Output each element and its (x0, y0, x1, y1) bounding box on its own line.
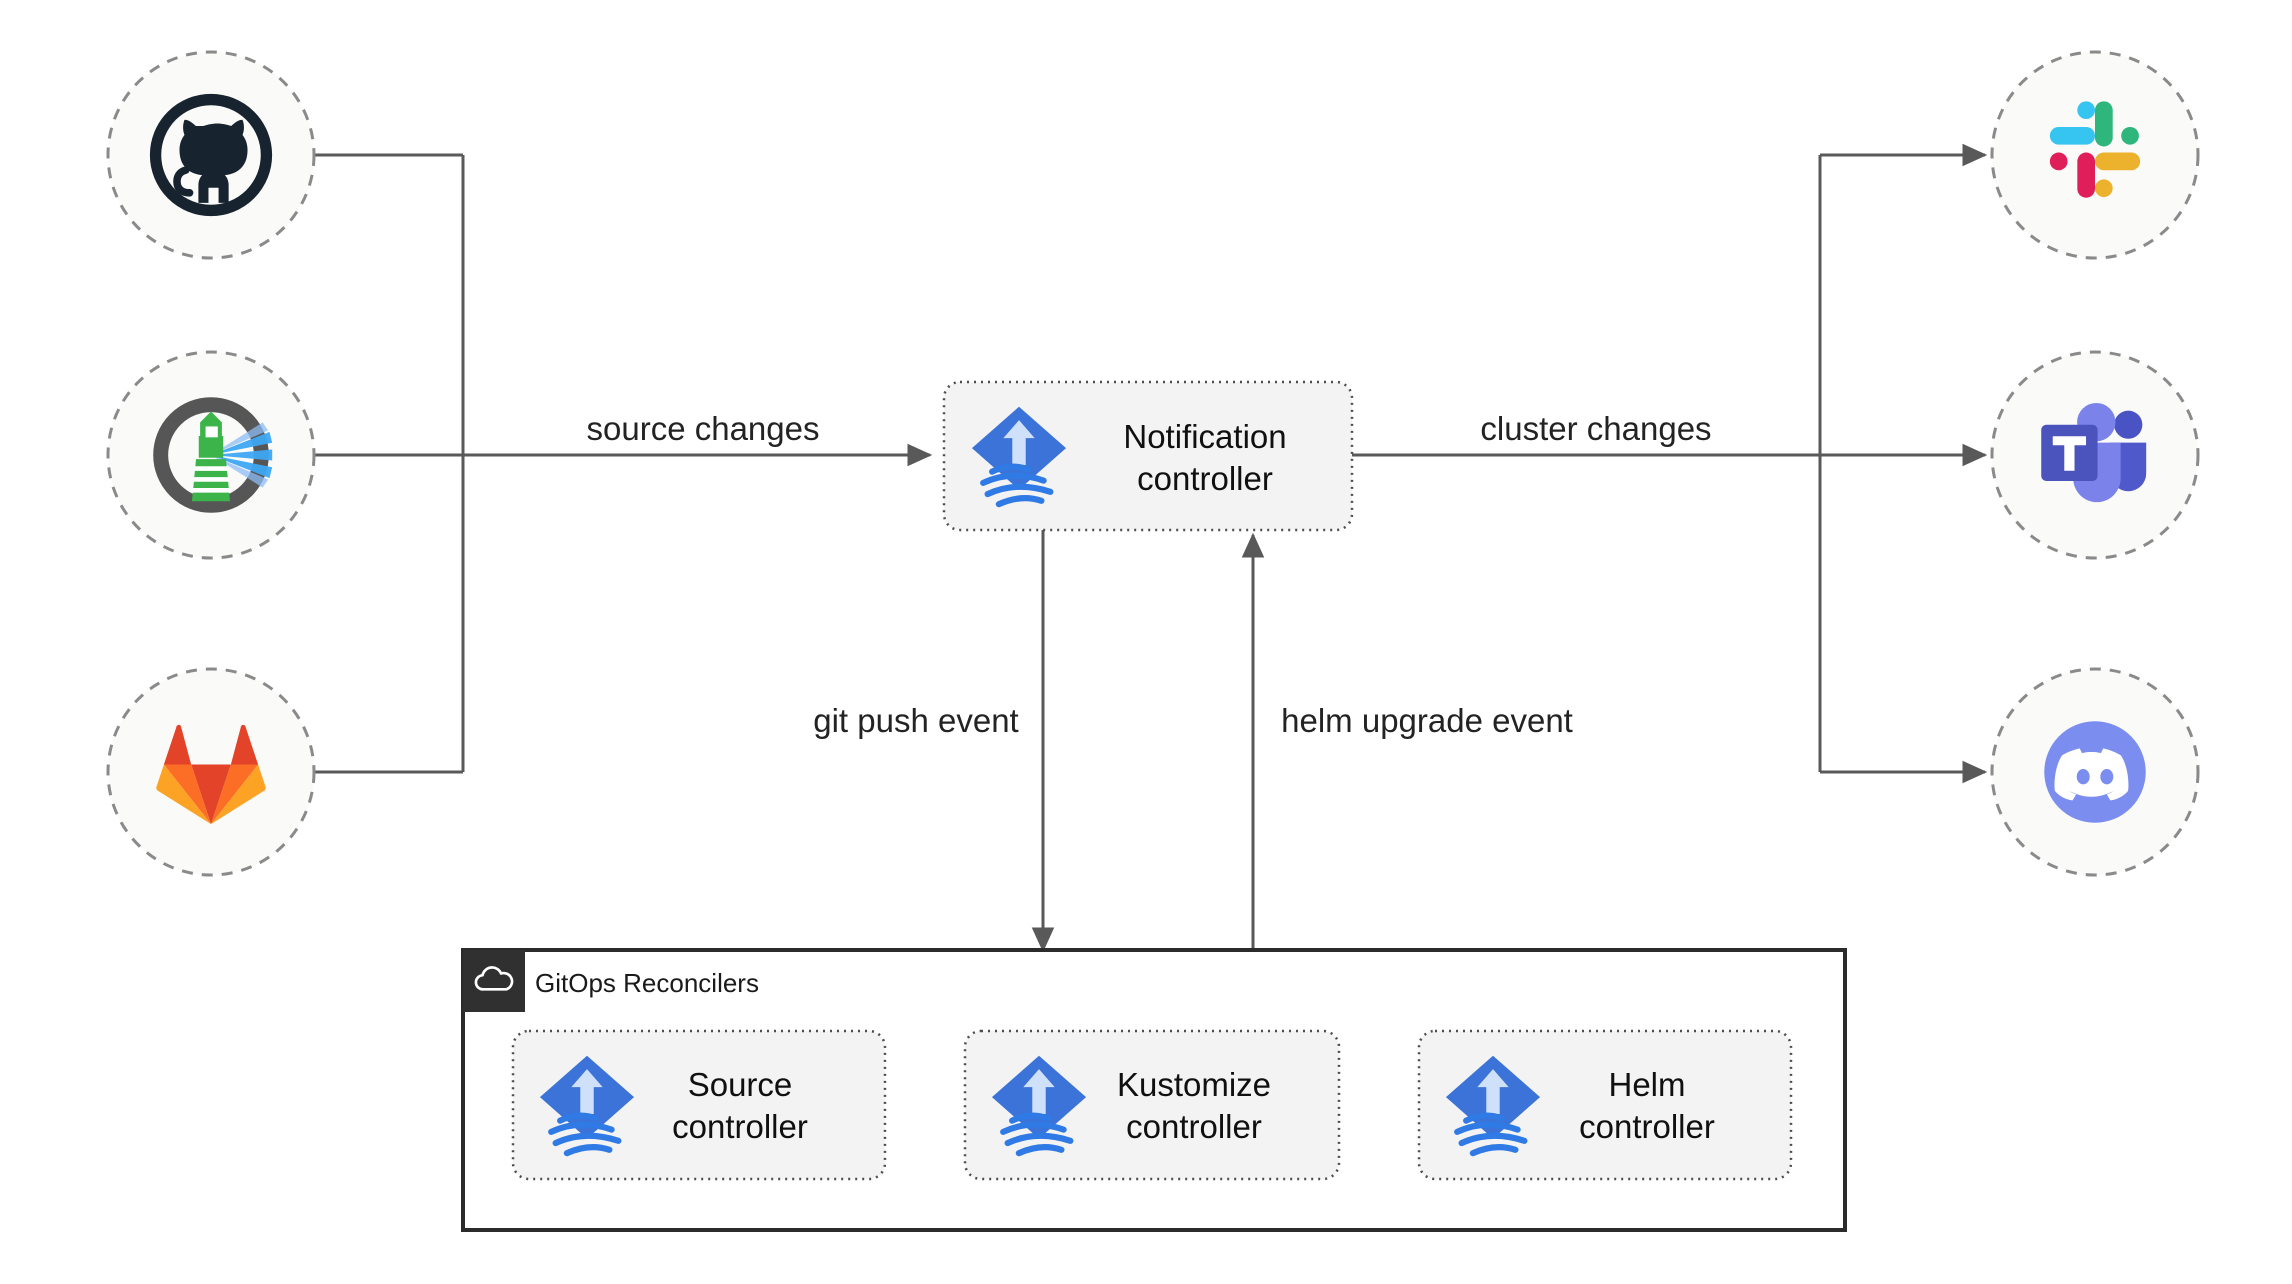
source-gitlab[interactable] (106, 667, 316, 877)
destination-teams[interactable] (1990, 350, 2200, 560)
gitops-reconcilers-icon-tile (463, 950, 525, 1012)
destinations-group (1990, 50, 2200, 877)
destination-discord[interactable] (1990, 667, 2200, 877)
kustomize-controller-box (963, 1029, 1341, 1181)
edge-label-source-changes: source changes (587, 410, 820, 447)
discord-icon (2044, 721, 2146, 823)
node-helm-controller[interactable]: Helm controller (1417, 1029, 1793, 1181)
node-kustomize-controller[interactable]: Kustomize controller (963, 1029, 1341, 1181)
edge-label-cluster-changes: cluster changes (1480, 410, 1711, 447)
edge-label-helm-upgrade-event: helm upgrade event (1281, 702, 1573, 739)
helm-controller-label-line1: Helm (1608, 1066, 1685, 1103)
node-source-controller[interactable]: Source controller (511, 1029, 887, 1181)
helm-controller-box (1417, 1029, 1793, 1181)
source-flux[interactable] (106, 350, 316, 560)
gitops-reconcilers-title: GitOps Reconcilers (535, 968, 759, 998)
source-controller-label-line2: controller (672, 1108, 808, 1145)
notification-controller-label-line1: Notification (1123, 418, 1286, 455)
source-controller-box (511, 1029, 887, 1181)
notification-controller-label-line2: controller (1137, 460, 1273, 497)
node-notification-controller[interactable]: Notification controller (942, 380, 1354, 532)
source-github[interactable] (106, 50, 316, 260)
helm-controller-label-line2: controller (1579, 1108, 1715, 1145)
kustomize-controller-label-line2: controller (1126, 1108, 1262, 1145)
edge-label-git-push-event: git push event (813, 702, 1018, 739)
sources-group (106, 50, 316, 877)
destination-slack[interactable] (1990, 50, 2200, 260)
kustomize-controller-label-line1: Kustomize (1117, 1066, 1271, 1103)
edge-label-layer: source changes cluster changes git push … (587, 410, 1712, 739)
source-controller-label-line1: Source (688, 1066, 793, 1103)
gitops-reconcilers-group: GitOps Reconcilers Source controller Kus… (461, 948, 1847, 1232)
slack-circle (1990, 50, 2200, 260)
